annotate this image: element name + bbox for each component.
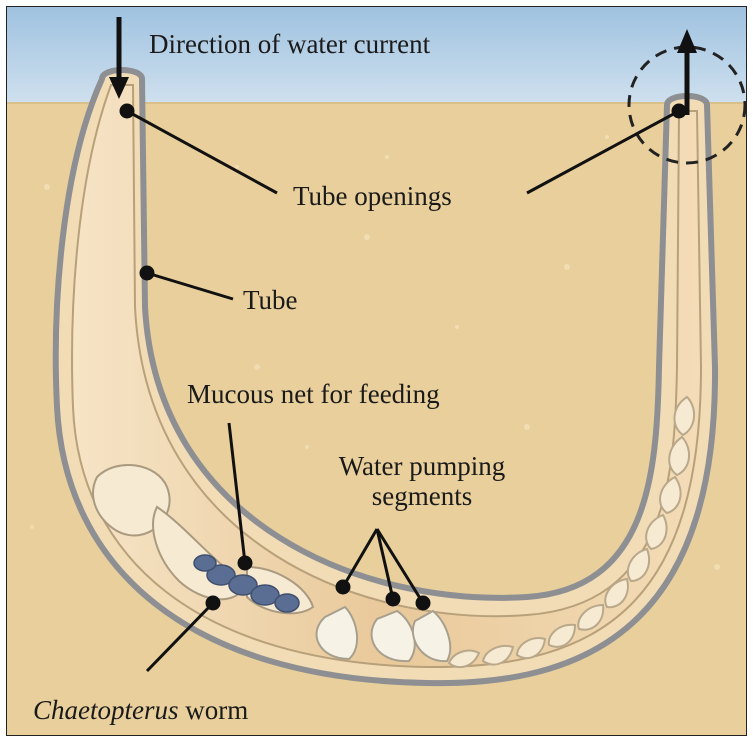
label-worm-genus: Chaetopterus (33, 695, 179, 725)
label-tube-openings: Tube openings (293, 181, 452, 211)
label-tube: Tube (243, 285, 298, 315)
label-mucous-net: Mucous net for feeding (187, 379, 440, 409)
diagram-frame: Direction of water current Tube openings… (6, 6, 747, 736)
label-water-pumping-segments: Water pumping segments (307, 451, 537, 511)
chaetopterus-tube-diagram (7, 7, 746, 735)
label-worm-suffix: worm (179, 695, 249, 725)
label-water-current: Direction of water current (149, 29, 430, 59)
label-pumping-line2: segments (307, 481, 537, 511)
label-pumping-line1: Water pumping (307, 451, 537, 481)
label-chaetopterus-worm: Chaetopterus worm (33, 695, 248, 725)
